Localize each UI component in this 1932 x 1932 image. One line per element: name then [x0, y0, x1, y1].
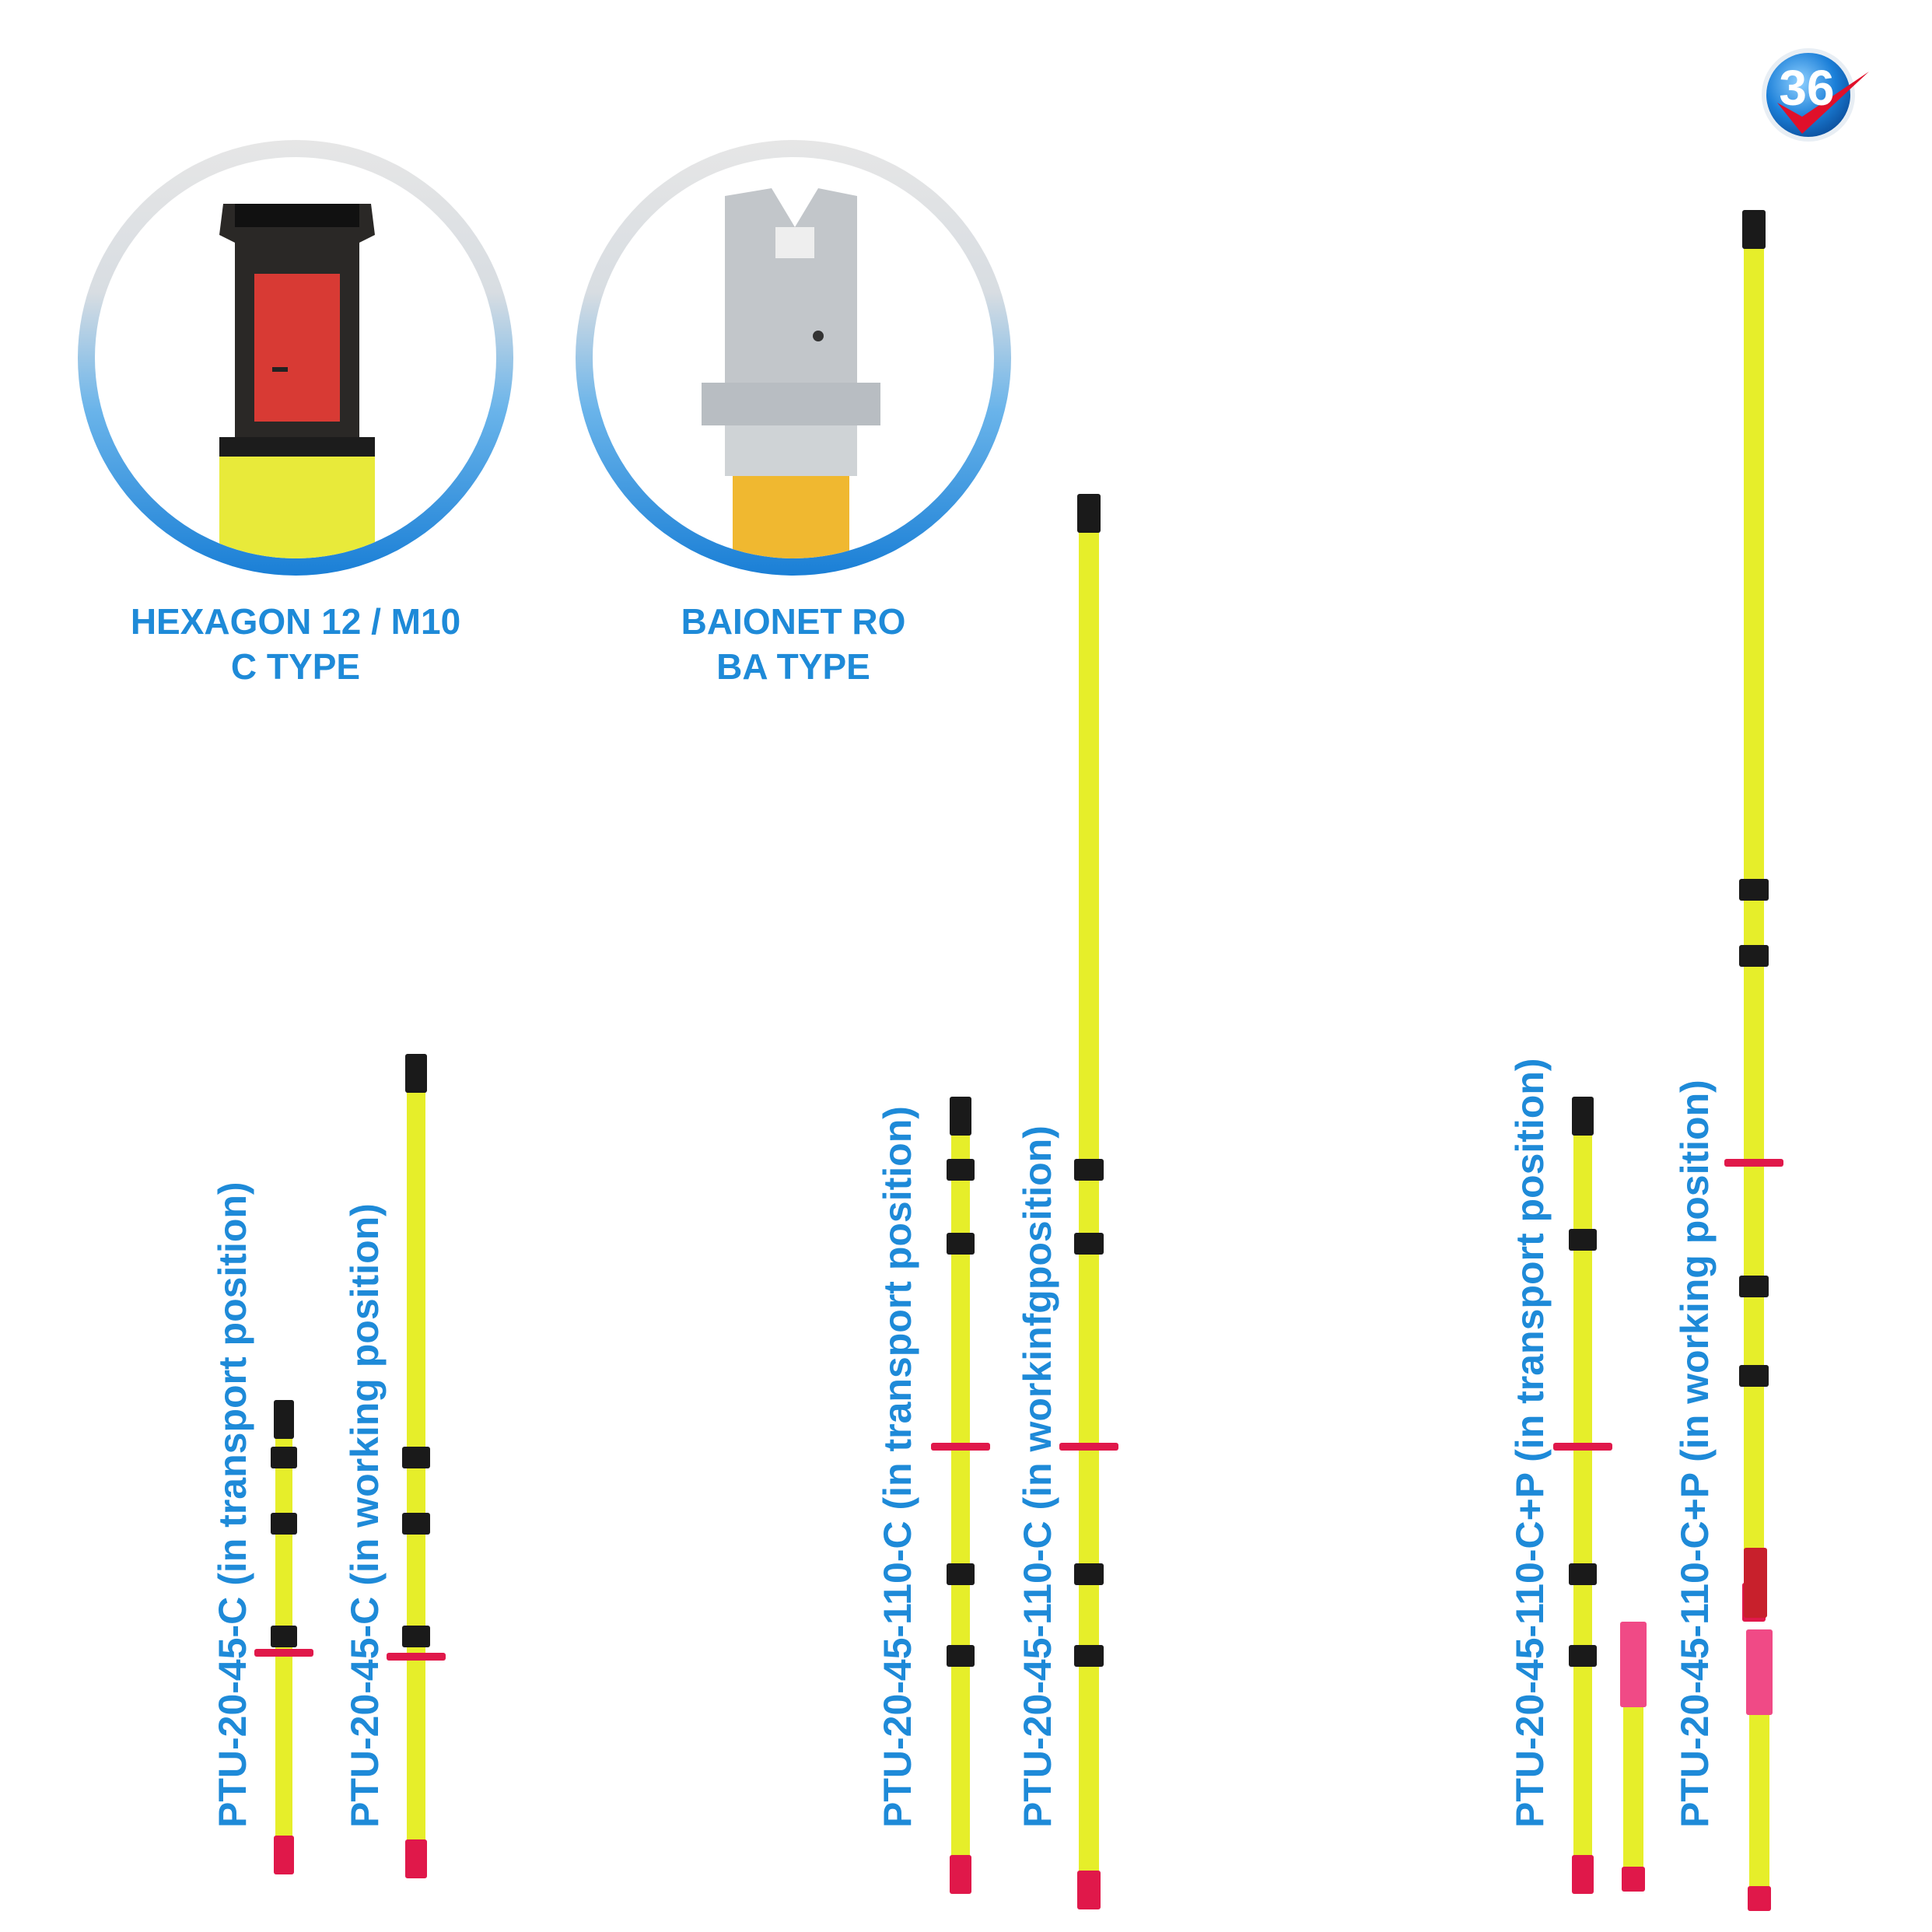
pole-head-4	[1077, 494, 1101, 533]
product-model-2: PTU-20-45-C	[343, 1596, 387, 1828]
pole-head-5	[1572, 1097, 1594, 1136]
pole-flange-3	[931, 1443, 990, 1451]
pole-collar-3-4	[947, 1645, 975, 1667]
product-model-4: PTU-20-45-110-C	[1016, 1521, 1059, 1828]
pole-collar-2-2	[402, 1513, 430, 1535]
baionet-caption-line2: BA TYPE	[716, 646, 870, 687]
pole-end-cap-4	[1077, 1871, 1101, 1909]
product-model-1: PTU-20-45-C	[211, 1596, 254, 1828]
product-label-2: PTU-20-45-C (in working position)	[342, 1203, 387, 1828]
extension-end-cap-1	[1622, 1867, 1645, 1892]
page-number: 36	[1779, 60, 1835, 116]
product-label-5: PTU-20-45-110-C+P (in transport position…	[1507, 1058, 1552, 1828]
pole-collar-5-2	[1569, 1563, 1597, 1585]
pole-collar-4-4	[1074, 1645, 1104, 1667]
baionet-connector-circle	[576, 140, 1011, 576]
hexagon-connector-circle	[78, 140, 513, 576]
pole-flange-1	[254, 1649, 313, 1657]
pole-head-2	[405, 1054, 427, 1093]
checkmark-icon	[1762, 48, 1869, 142]
baionet-connector-photo	[702, 188, 880, 558]
hexagon-caption-line1: HEXAGON 12 / M10	[130, 601, 461, 642]
pole-collar-1-1	[271, 1447, 297, 1468]
pole-collar-1-2	[271, 1513, 297, 1535]
product-model-6: PTU-20-45-110-C+P	[1673, 1472, 1717, 1828]
pole-collar-2-3	[402, 1626, 430, 1647]
page-number-badge: 36	[1754, 40, 1871, 157]
hexagon-caption: HEXAGON 12 / M10 C TYPE	[62, 599, 529, 689]
pole-shaft-3	[951, 1128, 970, 1890]
pole-collar-5-1	[1569, 1229, 1597, 1251]
pole-collar-3-1	[947, 1159, 975, 1181]
extension-head-2	[1746, 1629, 1773, 1715]
product-label-6: PTU-20-45-110-C+P (in working position)	[1672, 1080, 1717, 1828]
pole-collar-2-1	[402, 1447, 430, 1468]
pole-collar-1-3	[271, 1626, 297, 1647]
pole-collar-4-2	[1074, 1233, 1104, 1255]
pole-end-cap-2	[405, 1839, 427, 1878]
hexagon-connector-photo	[219, 204, 375, 558]
extension-head-1	[1620, 1622, 1647, 1707]
pole-flange-5	[1553, 1443, 1612, 1451]
pole-shaft-4	[1079, 525, 1099, 1906]
product-note-5: (in transport position)	[1508, 1058, 1552, 1462]
pole-head-3	[950, 1097, 971, 1136]
pole-end-cap-3	[950, 1855, 971, 1894]
pole-grip-6	[1744, 1548, 1767, 1618]
product-label-4: PTU-20-45-110-C (in workinfgposition)	[1015, 1125, 1060, 1828]
pole-end-cap-1	[274, 1836, 294, 1874]
pole-collar-4-1	[1074, 1159, 1104, 1181]
pole-collar-3-2	[947, 1233, 975, 1255]
product-label-3: PTU-20-45-110-C (in transport position)	[875, 1106, 920, 1828]
pole-head-6	[1742, 210, 1766, 249]
product-note-3: (in transport position)	[876, 1106, 919, 1510]
pole-collar-5-3	[1569, 1645, 1597, 1667]
product-note-2: (in working position)	[343, 1203, 387, 1586]
pole-collar-6-2	[1739, 945, 1769, 967]
hexagon-caption-line2: C TYPE	[230, 646, 361, 687]
product-note-1: (in transport position)	[211, 1181, 254, 1586]
pole-end-cap-5	[1572, 1855, 1594, 1894]
product-model-5: PTU-20-45-110-C+P	[1508, 1472, 1552, 1828]
pole-flange-2	[387, 1653, 446, 1661]
pole-collar-6-3	[1739, 1276, 1769, 1297]
product-label-1: PTU-20-45-C (in transport position)	[210, 1181, 255, 1828]
product-model-3: PTU-20-45-110-C	[876, 1521, 919, 1828]
pole-collar-4-3	[1074, 1563, 1104, 1585]
product-note-6: (in working position)	[1673, 1080, 1717, 1462]
extension-end-cap-2	[1748, 1886, 1771, 1911]
pole-collar-6-1	[1739, 879, 1769, 901]
extension-shaft-2	[1749, 1707, 1769, 1909]
pole-shaft-2	[407, 1085, 425, 1874]
pole-shaft-5	[1573, 1128, 1592, 1890]
baionet-caption-line1: BAIONET RO	[681, 601, 906, 642]
baionet-caption: BAIONET RO BA TYPE	[560, 599, 1027, 689]
pole-flange-6	[1724, 1159, 1783, 1167]
pole-collar-6-4	[1739, 1365, 1769, 1387]
pole-shaft-6	[1744, 241, 1764, 1618]
product-note-4: (in workinfgposition)	[1016, 1125, 1059, 1510]
pole-head-1	[274, 1400, 294, 1439]
pole-collar-3-3	[947, 1563, 975, 1585]
pole-flange-4	[1059, 1443, 1118, 1451]
extension-shaft-1	[1623, 1699, 1643, 1890]
